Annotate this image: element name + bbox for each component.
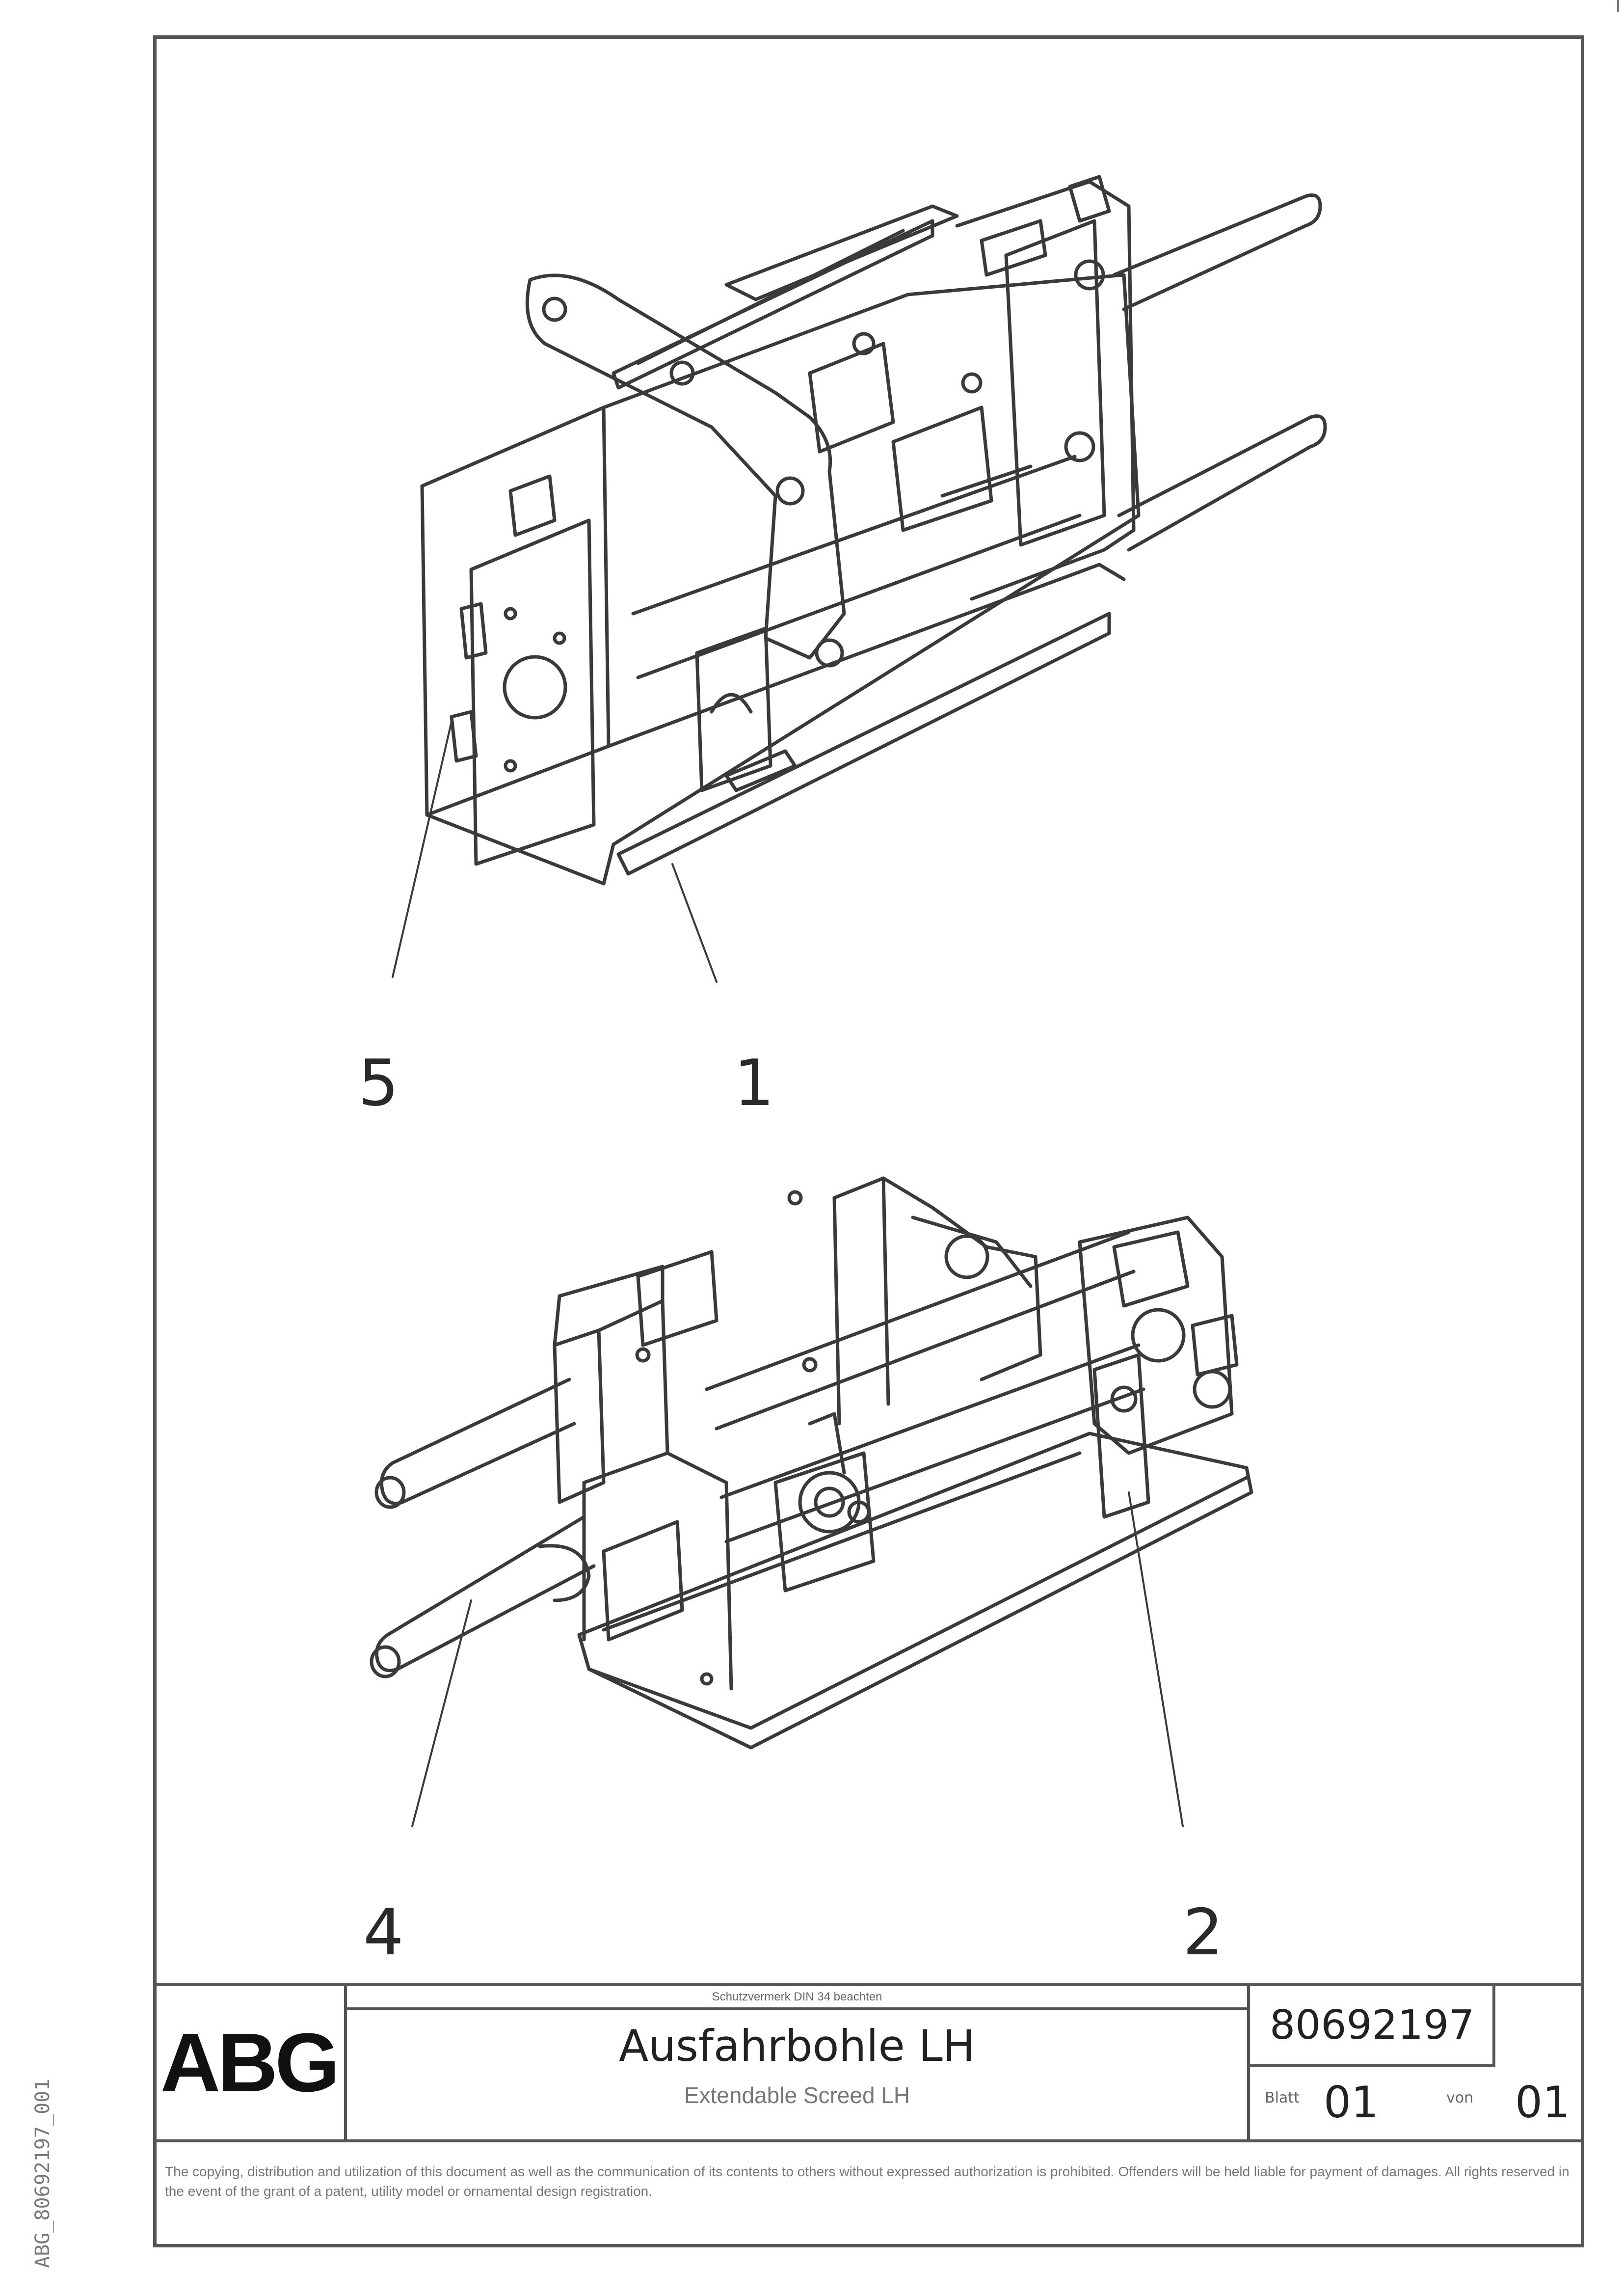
drawing-title: Ausfahrbohle LH [619,2021,975,2071]
logo-cell: ABG [153,1986,347,2139]
lower-frame-assembly [370,1176,1253,1827]
callout-5: 5 [358,1046,399,1120]
drawing-frame [153,35,1584,2247]
upper-screed-assembly [392,175,1327,983]
number-cell: 80692197 Blatt 01 von 01 [1250,1986,1584,2139]
callout-2: 2 [1183,1895,1224,1970]
of-label: von [1446,2089,1474,2107]
title-block: ABG Schutzvermerk DIN 34 beachten Ausfah… [153,1983,1584,2247]
drawing-subtitle: Extendable Screed LH [684,2082,910,2108]
drawing-number: 80692197 [1250,1986,1495,2067]
sheet-value: 01 [1324,2077,1379,2128]
sheet-label: Blatt [1265,2089,1300,2107]
callout-1: 1 [734,1046,774,1120]
copyright-notice: The copying, distribution and utilizatio… [153,2139,1584,2250]
corner-tick [1617,0,1619,12]
callout-4: 4 [363,1895,404,1970]
copyright-header: Schutzvermerk DIN 34 beachten [347,1986,1247,2010]
abg-logo: ABG [160,2016,340,2109]
of-value: 01 [1515,2077,1570,2128]
title-cell: Schutzvermerk DIN 34 beachten Ausfahrboh… [347,1986,1250,2139]
side-document-code: ABG_80692197_001 [6,1797,54,2268]
side-code-text: ABG_80692197_001 [31,2079,54,2268]
sheet-info: Blatt 01 von 01 [1250,2067,1584,2139]
